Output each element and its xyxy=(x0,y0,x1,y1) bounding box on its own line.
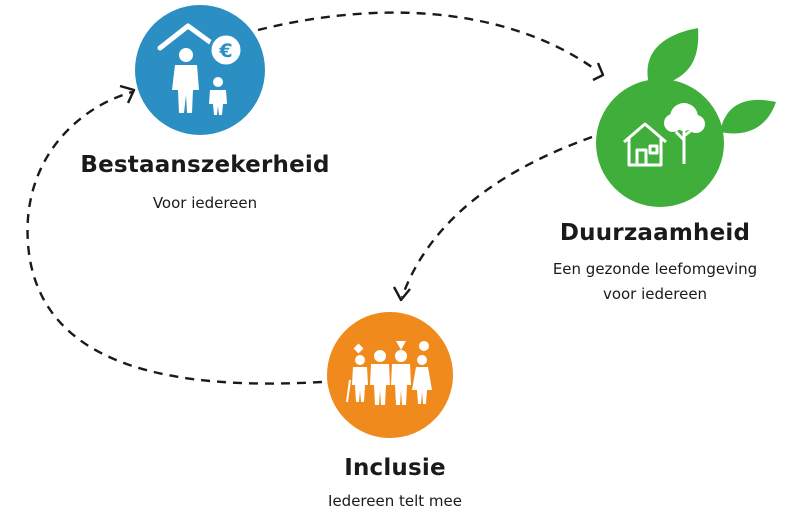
leaf-icon xyxy=(647,28,699,88)
house-tree-leaf-icon xyxy=(623,103,705,167)
leaf-icon-right xyxy=(720,99,776,134)
arrowhead-bestaans-to-duurzaam xyxy=(592,62,605,82)
node-duurzaamheid xyxy=(596,28,776,207)
node-bestaanszekerheid: € xyxy=(135,5,265,135)
svg-text:€: € xyxy=(218,40,232,62)
parent-child-house-euro-icon: € xyxy=(157,23,244,115)
node-title-inclusie: Inclusie xyxy=(344,455,446,481)
node-subtitle-duurzaamheid-line-1: Een gezonde leefomgeving xyxy=(552,260,758,278)
node-subtitle-duurzaamheid-line-2: voor iedereen xyxy=(602,285,708,303)
node-circle-bestaanszekerheid xyxy=(135,5,265,135)
diverse-people-group-icon xyxy=(346,341,432,405)
node-inclusie xyxy=(327,312,453,438)
node-circle-inclusie xyxy=(327,312,453,438)
arrowhead-duurzaam-to-inclusie xyxy=(392,286,411,302)
connector-inclusie-to-bestaans xyxy=(26,90,323,385)
node-subtitle-bestaanszekerheid: Voor iedereen xyxy=(152,194,258,212)
node-title-bestaanszekerheid: Bestaanszekerheid xyxy=(80,152,330,178)
arrowhead-inclusie-to-bestaans xyxy=(119,84,136,104)
node-subtitle-inclusie: Iedereen telt mee xyxy=(328,492,462,510)
connector-bestaans-to-duurzaam xyxy=(257,11,597,71)
node-title-duurzaamheid: Duurzaamheid xyxy=(559,220,751,246)
connector-duurzaam-to-inclusie xyxy=(400,135,593,298)
